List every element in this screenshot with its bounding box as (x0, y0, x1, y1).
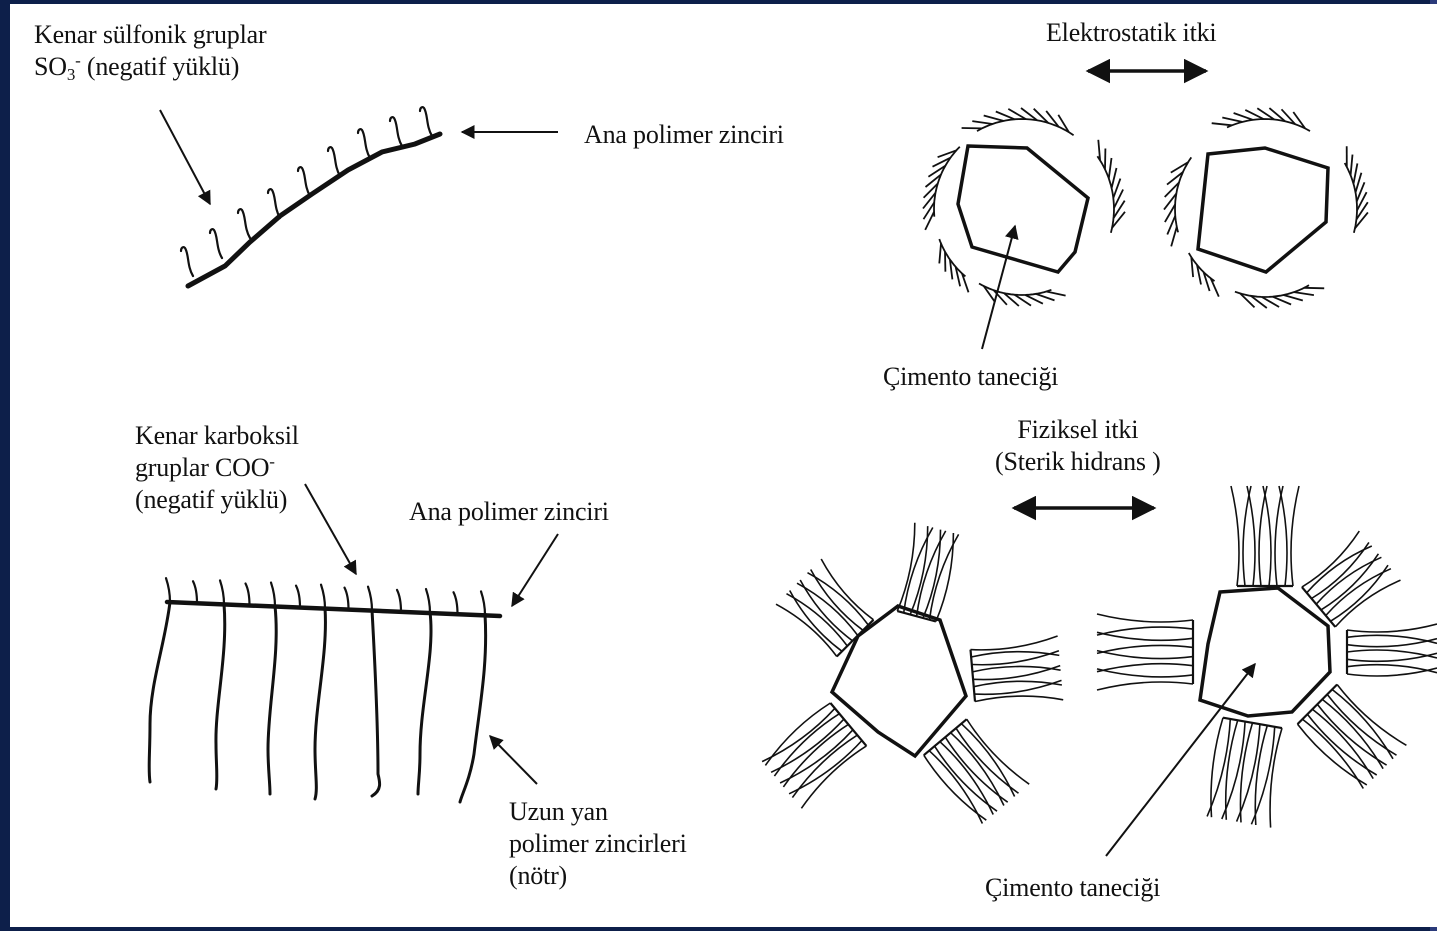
comb-polymer-chain (149, 578, 500, 802)
sulfonate-label-line2: SO3- (negatif yüklü) (34, 51, 266, 83)
carboxyl-label: Kenar karboksil gruplar COO- (negatif yü… (135, 420, 299, 516)
diagram-canvas: Kenar sülfonik gruplar SO3- (negatif yük… (10, 4, 1437, 927)
side-chain-pointer-arrow (490, 736, 537, 784)
cement-particle-charged-right (1164, 108, 1368, 308)
carboxyl-label-line3: (negatif yüklü) (135, 484, 299, 516)
main-chain-label-bottom: Ana polimer zinciri (409, 496, 609, 528)
side-chain-label-line3: (nötr) (509, 860, 687, 892)
carboxyl-label-line1: Kenar karboksil (135, 420, 299, 452)
sulfonate-polymer-chain (181, 107, 440, 286)
side-group-pointer-arrow (160, 110, 210, 204)
main-chain-label-top: Ana polimer zinciri (584, 119, 784, 151)
particle-label-bottom: Çimento taneciği (985, 872, 1160, 904)
cement-particle-steric-left (762, 523, 1063, 824)
steric-label-line1: Fiziksel itki (995, 414, 1161, 446)
side-chain-label-line2: polimer zincirleri (509, 828, 687, 860)
steric-label-line2: (Sterik hidrans ) (995, 446, 1161, 478)
main-chain-pointer-arrow-bottom (512, 534, 558, 606)
sulfonate-label-line1: Kenar sülfonik gruplar (34, 19, 266, 51)
carboxyl-label-line2: gruplar COO- (135, 452, 299, 484)
steric-label: Fiziksel itki (Sterik hidrans ) (995, 414, 1161, 478)
particle-label-top: Çimento taneciği (883, 361, 1058, 393)
particle-pointer-arrow-bottom (1106, 664, 1255, 856)
sulfonate-side-groups (181, 107, 432, 276)
side-chain-label: Uzun yan polimer zincirleri (nötr) (509, 796, 687, 892)
electrostatic-label: Elektrostatik itki (1046, 17, 1216, 49)
cement-particle-charged-left (923, 108, 1125, 306)
cement-particle-steric-right (1097, 486, 1437, 828)
sulfonate-label: Kenar sülfonik gruplar SO3- (negatif yük… (34, 19, 266, 83)
side-chain-label-line1: Uzun yan (509, 796, 687, 828)
carboxyl-pointer-arrow (305, 484, 356, 574)
